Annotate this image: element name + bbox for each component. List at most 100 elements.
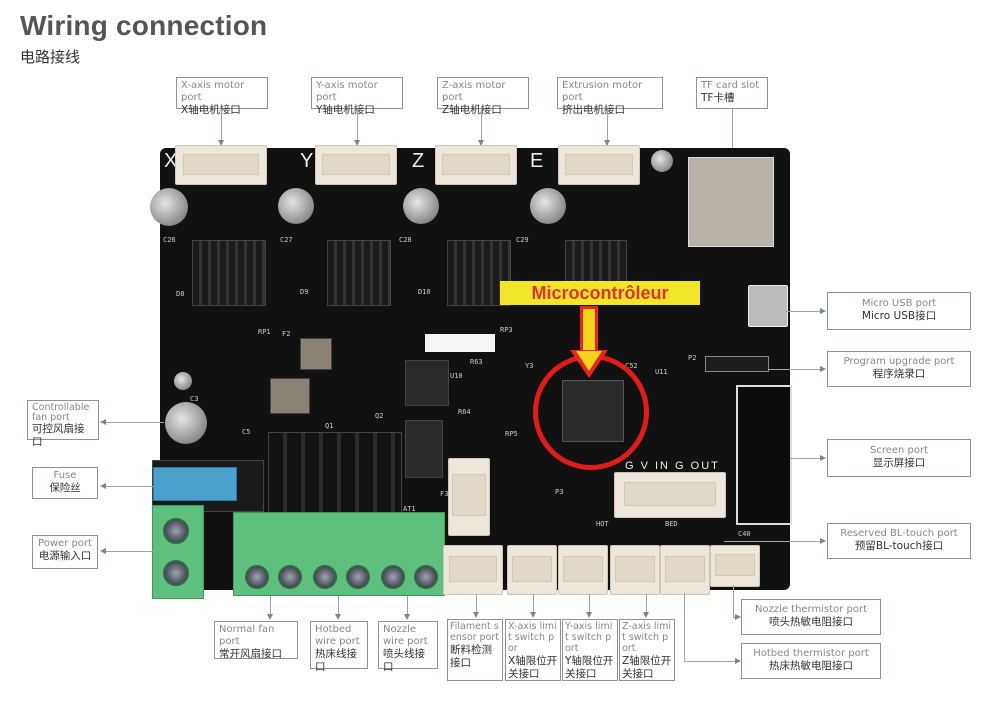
silk-label: R64 (458, 408, 471, 416)
mcu-label-banner: Microcontrôleur (500, 281, 700, 305)
label-zh: X轴电机接口 (181, 104, 241, 116)
bltouch-connector (614, 472, 726, 518)
leader-line (589, 594, 590, 614)
leader-line (724, 541, 822, 542)
screw-terminal (346, 565, 370, 589)
arrow-down-icon (530, 612, 536, 618)
capacitor (150, 188, 188, 226)
label-en: Controllable fan port (32, 402, 90, 423)
silk-label: D10 (418, 288, 431, 296)
arrow-right-icon (820, 455, 826, 461)
leader-line (768, 369, 822, 370)
label-extrusion-motor-port: Extrusion motor port 挤出电机接口 (557, 77, 663, 116)
silk-label: RP5 (505, 430, 518, 438)
controllable-fan-connector (448, 458, 490, 536)
label-zh: 断料检测接口 (450, 643, 492, 669)
leader-line (786, 311, 822, 312)
label-zh: Z轴限位开关接口 (622, 654, 672, 680)
label-zh: 显示屏接口 (872, 457, 926, 469)
screw-terminal (245, 565, 269, 589)
program-upgrade-header (705, 356, 769, 372)
leader-line (684, 593, 685, 661)
label-controllable-fan-port: Controllable fan port 可控风扇接口 (27, 400, 99, 448)
label-en: Y-axis motor port (316, 80, 378, 103)
label-zh: 保险丝 (49, 482, 81, 494)
label-en: Hotbed thermistor port (753, 648, 869, 659)
leader-line (104, 486, 154, 487)
z-motor-connector (435, 145, 517, 185)
label-zh: Y轴限位开关接口 (565, 654, 614, 680)
arrow-down-icon (404, 614, 410, 620)
arrow-left-icon (100, 419, 106, 425)
silk-label: U11 (655, 368, 668, 376)
label-zh: 可控风扇接口 (32, 422, 85, 448)
screen-port-header (736, 385, 792, 525)
label-en: Micro USB port (861, 298, 937, 309)
silk-label: Q2 (375, 412, 384, 420)
screw-terminal (278, 565, 302, 589)
label-y-axis-limit-switch-port: Y-axis limit switch port Y轴限位开关接口 (562, 619, 618, 681)
label-program-upgrade-port: Program upgrade port 程序烧录口 (827, 351, 971, 387)
leader-line (407, 596, 408, 616)
leader-line (684, 661, 737, 662)
label-en: Program upgrade port (843, 356, 955, 367)
stepper-driver-heatsink (192, 240, 266, 306)
silk-label: D9 (300, 288, 309, 296)
arrow-down-icon (335, 614, 341, 620)
label-en: Hotbed wire port (315, 624, 360, 647)
label-nozzle-wire-port: Nozzle wire port 喷头线接口 (378, 621, 438, 673)
label-en: Nozzle wire port (383, 624, 428, 647)
leader-line (104, 551, 154, 552)
e-motor-connector (558, 145, 640, 185)
pcb-white-label (425, 334, 495, 352)
label-zh: X轴限位开关接口 (508, 654, 558, 680)
silk-label: C52 (625, 362, 638, 370)
arrow-down-icon (218, 140, 224, 146)
label-y-axis-motor-port: Y-axis motor port Y轴电机接口 (311, 77, 403, 116)
label-zh: 喷头热敏电阻接口 (769, 616, 853, 628)
capacitor (278, 188, 314, 224)
micro-usb-port (748, 285, 788, 327)
screw-terminal (414, 565, 438, 589)
leader-line (338, 596, 339, 616)
leader-line (607, 109, 608, 145)
label-x-axis-motor-port: X-axis motor port X轴电机接口 (176, 77, 268, 116)
arrow-left-icon (100, 548, 106, 554)
label-zh: TF卡槽 (701, 92, 735, 104)
leader-line (104, 422, 164, 423)
label-zh: 喷头线接口 (383, 648, 425, 673)
page-title: Wiring connection (20, 10, 268, 41)
label-zh: 热床热敏电阻接口 (769, 660, 853, 672)
silk-label: R63 (470, 358, 483, 366)
label-zh: Z轴电机接口 (442, 104, 502, 116)
label-en: Reserved BL-touch port (840, 528, 958, 539)
nozzle-thermistor-connector (710, 545, 760, 587)
leader-line (533, 594, 534, 614)
label-zh: 热床线接口 (315, 648, 357, 673)
arrow-down-icon (478, 140, 484, 146)
y-limit-connector (558, 545, 608, 595)
arrow-down-icon (643, 612, 649, 618)
screw-terminal (313, 565, 337, 589)
arrow-right-icon (735, 658, 741, 664)
capacitor (651, 150, 673, 172)
capacitor (174, 372, 192, 390)
arrow-right-icon (820, 308, 826, 314)
silk-label: P2 (688, 354, 697, 362)
capacitor (403, 188, 439, 224)
label-en: X-axis motor port (181, 80, 245, 103)
arrow-down-icon (586, 612, 592, 618)
label-tf-card-slot: TF card slot TF卡槽 (696, 77, 768, 109)
label-z-axis-limit-switch-port: Z-axis limit switch port Z轴限位开关接口 (619, 619, 675, 681)
silk-axis-e: E (530, 150, 544, 172)
label-en: Screen port (869, 445, 929, 456)
leader-line (646, 594, 647, 614)
leader-line (476, 594, 477, 614)
arrow-right-icon (820, 366, 826, 372)
filament-sensor-connector (443, 545, 503, 595)
label-hotbed-wire-port: Hotbed wire port 热床线接口 (310, 621, 368, 673)
arrow-down-icon (473, 612, 479, 618)
label-zh: Y轴电机接口 (316, 104, 375, 116)
arrow-right-icon (820, 538, 826, 544)
silk-label: C29 (516, 236, 529, 244)
